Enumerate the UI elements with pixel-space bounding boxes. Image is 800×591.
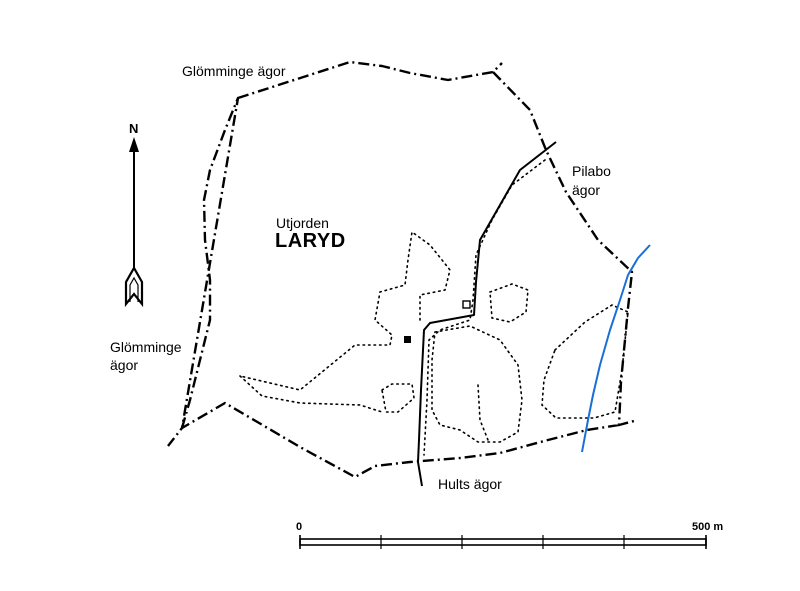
property-boundary [167, 60, 635, 479]
field-northwest [239, 230, 451, 391]
place-subtitle: Utjorden [276, 215, 329, 231]
field-central [431, 325, 523, 443]
hults-label: Hults ägor [438, 476, 502, 492]
road [417, 141, 557, 487]
glomminge-left-label-line1: Glömminge [110, 339, 182, 355]
pilabo-label-line1: Pilabo [572, 163, 611, 179]
building-open [462, 300, 471, 309]
glomminge-left-label-line2: ägor [110, 357, 139, 373]
scale-bar [299, 535, 707, 549]
field-roadside-edge [423, 159, 546, 456]
glomminge-top-label: Glömminge ägor [182, 63, 286, 79]
field-boundaries [239, 159, 629, 456]
north-arrow-icon [124, 137, 144, 308]
field-east [541, 304, 629, 419]
building-filled [404, 336, 411, 343]
scale-start-label: 0 [296, 521, 303, 533]
place-name: LARYD [275, 230, 346, 252]
scale-end-label: 500 m [692, 521, 724, 533]
field-small-northeast [489, 283, 529, 323]
pilabo-label-line2: ägor [572, 182, 601, 198]
stream [581, 244, 651, 453]
north-label: N [129, 121, 139, 136]
field-central-divider [477, 384, 489, 441]
field-small-southwest [381, 383, 415, 413]
